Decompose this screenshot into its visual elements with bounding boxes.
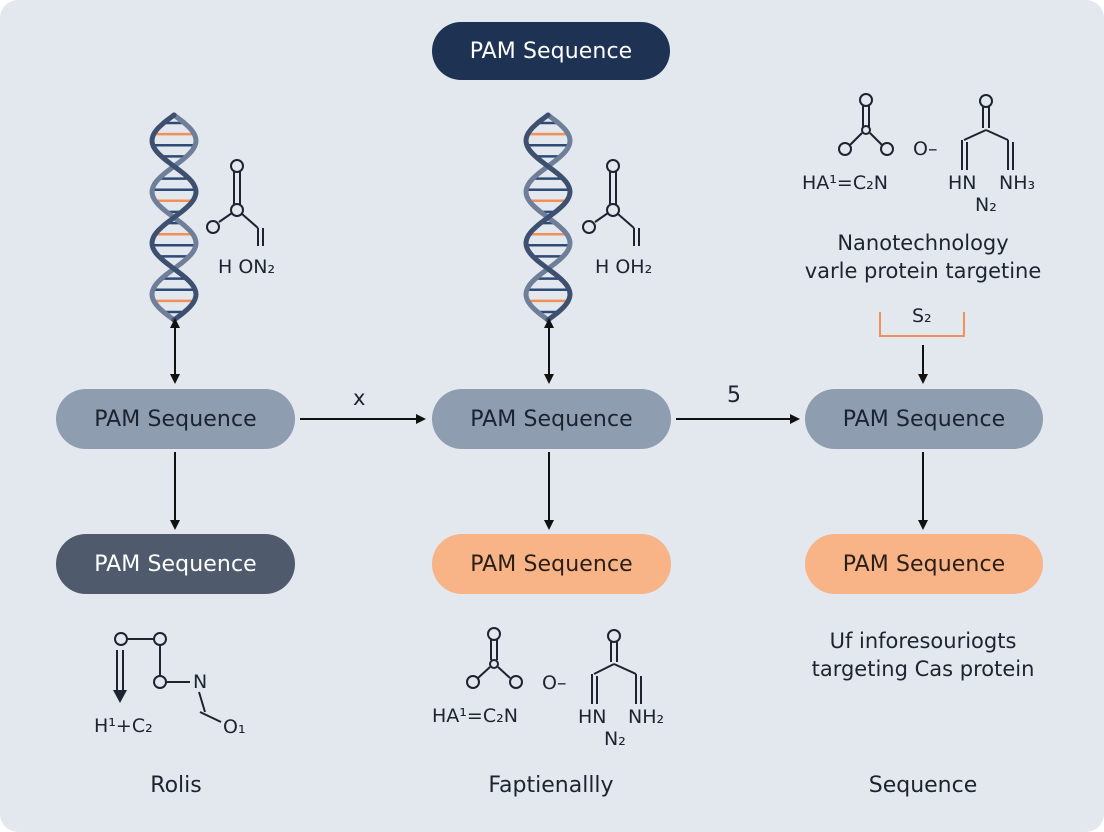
dna-helix-icon: [523, 112, 573, 323]
chem-n2: N₂: [975, 194, 997, 216]
chem-hn: HN: [948, 172, 977, 194]
chem-formula-left: H ON₂: [218, 256, 276, 278]
pam-node-row2-right: PAM Sequence: [805, 534, 1043, 594]
footer-label-mid: Faptienallly: [488, 773, 614, 798]
chem-formula-ha-bottom: HA¹=C₂N: [432, 705, 518, 727]
arrow-label-x: x: [353, 386, 366, 410]
orange-bracket: [879, 312, 965, 337]
chem-hn-bottom: HN: [578, 706, 607, 728]
pam-node-row1-left: PAM Sequence: [56, 389, 295, 449]
pam-node-row2-mid: PAM Sequence: [432, 534, 671, 594]
chem-o-dash-bottom: O–: [542, 672, 567, 694]
molecule-structure-icon: [206, 159, 264, 246]
caption-nanotech-line1: Nanotechnology: [837, 231, 1009, 255]
chem-nh2-bottom: NH₂: [628, 706, 665, 728]
chem-formula-mid: H OH₂: [595, 256, 653, 278]
footer-label-right: Sequence: [868, 773, 978, 798]
pam-node-row2-left: PAM Sequence: [56, 534, 295, 594]
molecule-structure-icon: [113, 632, 222, 723]
footer-label-left: Rolis: [150, 773, 202, 798]
helix-strand: [149, 112, 199, 323]
caption-nanotech-line2: varle protein targetine: [804, 259, 1042, 283]
pam-node-row1-mid: PAM Sequence: [432, 389, 671, 449]
helix-strand: [523, 112, 573, 323]
pam-node-row1-right: PAM Sequence: [805, 389, 1043, 449]
molecule-structure-icon: [582, 159, 640, 246]
chem-formula-ha: HA¹=C₂N: [802, 172, 888, 194]
chem-o1: O₁: [223, 716, 246, 738]
chem-n: N: [193, 671, 208, 693]
caption-cas-line1: Uf inforesouriogts: [829, 629, 1017, 653]
arrow-label-5: 5: [727, 383, 741, 408]
caption-cas-line2: targeting Cas protein: [811, 657, 1035, 681]
bracket-label: S₂: [912, 305, 932, 327]
connector-arrows: [170, 318, 928, 530]
chem-nh3: NH₃: [999, 172, 1036, 194]
molecule-structure-icon: [466, 627, 642, 704]
title-pill: PAM Sequence: [432, 22, 670, 80]
dna-helix-icon: [149, 112, 199, 323]
chem-h1c2: H¹+C₂: [94, 715, 153, 737]
chem-n2-bottom: N₂: [604, 728, 626, 750]
chem-o-dash: O–: [913, 138, 938, 160]
molecule-structure-icon: [838, 93, 1014, 170]
